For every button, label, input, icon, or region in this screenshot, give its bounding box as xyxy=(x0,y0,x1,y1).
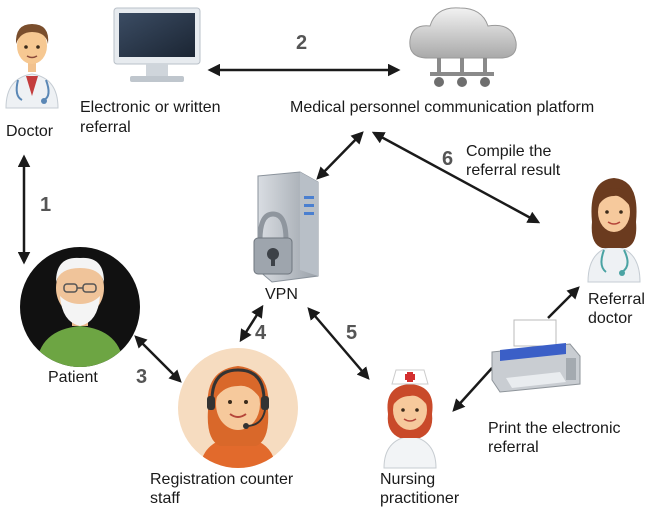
platform-label: Medical personnel communication platform xyxy=(290,99,595,116)
staff-label-line2: staff xyxy=(150,490,180,507)
arrow-staff-vpn xyxy=(239,304,264,343)
referral-doctor-label-line1: Referral xyxy=(588,291,645,308)
arrows xyxy=(17,63,580,412)
cloud-server-icon xyxy=(409,7,517,87)
male-doctor-icon xyxy=(5,24,59,109)
referral-doctor-label-line2: doctor xyxy=(588,310,633,327)
step-number-2: 2 xyxy=(296,32,308,54)
vpn-server-lock-icon xyxy=(253,171,319,283)
elderly-patient-icon xyxy=(20,247,140,367)
doctor-label: Doctor xyxy=(6,123,54,140)
referral-label-line2: referral xyxy=(80,119,131,136)
arrow-platform-referral-doctor xyxy=(371,131,541,224)
arrow-printer-nurse xyxy=(452,367,493,412)
step-number-4: 4 xyxy=(255,322,267,344)
staff-label-line1: Registration counter xyxy=(150,471,294,488)
receptionist-headset-icon xyxy=(178,348,298,468)
referral-label-line1: Electronic or written xyxy=(80,99,221,116)
nurse-icon xyxy=(383,369,437,469)
arrow-patient-staff xyxy=(134,335,182,383)
female-doctor-icon xyxy=(587,178,641,283)
printer-icon xyxy=(491,319,581,393)
step-number-6: 6 xyxy=(442,148,454,170)
nurse-label-line2: practitioner xyxy=(380,490,460,507)
compile-label-line2: referral result xyxy=(466,162,561,179)
step-number-5: 5 xyxy=(346,322,358,344)
compile-label-line1: Compile the xyxy=(466,143,552,160)
nurse-label-line1: Nursing xyxy=(380,471,436,488)
step-number-3: 3 xyxy=(136,366,148,388)
arrow-vpn-platform xyxy=(316,131,364,180)
arrow-printer-referral-doctor xyxy=(547,286,580,319)
print-label-line1: Print the electronic xyxy=(488,420,621,437)
patient-label: Patient xyxy=(48,369,98,386)
arrow-vpn-nurse xyxy=(307,307,370,380)
print-label-line2: referral xyxy=(488,439,539,456)
vpn-label: VPN xyxy=(265,286,298,303)
step-number-1: 1 xyxy=(40,194,52,216)
monitor-icon xyxy=(113,7,201,82)
